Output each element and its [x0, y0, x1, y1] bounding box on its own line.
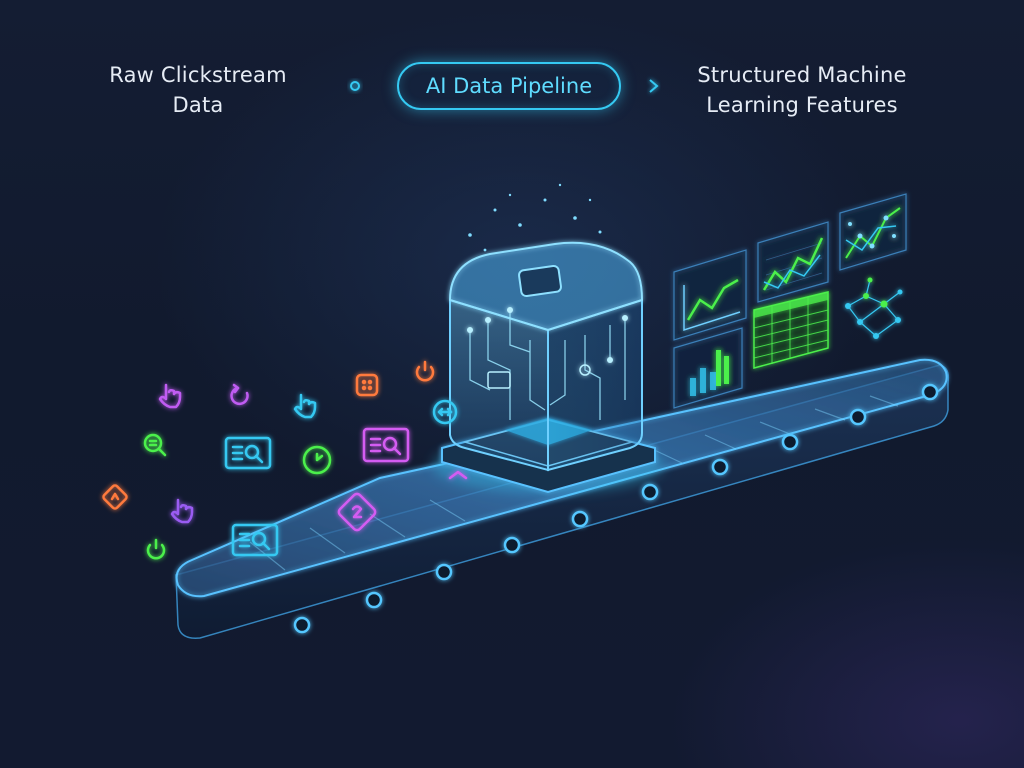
roller-icon	[921, 383, 939, 401]
pipeline-label-text: AI Data Pipeline	[425, 74, 593, 98]
output-label-text: Structured Machine Learning Features	[697, 63, 907, 117]
circuit-nodes	[467, 307, 628, 376]
roller-icon	[571, 510, 589, 528]
scatter-chart-icon	[839, 193, 907, 271]
cube-right	[547, 298, 643, 472]
network-graph-icon	[845, 277, 903, 339]
input-label-text: Raw Clickstream Data	[109, 63, 287, 117]
roller-icon	[435, 563, 453, 581]
diamond-tag-icon	[337, 492, 377, 532]
belt-rollers	[293, 383, 939, 634]
pointer-hand-icon	[170, 498, 194, 524]
roller-icon	[503, 536, 521, 554]
diamond-tag-icon	[448, 470, 468, 480]
roller-icon	[365, 591, 383, 609]
bar-chart-icon	[673, 327, 743, 409]
line-chart-icon	[757, 221, 829, 303]
search-card-icon	[224, 436, 272, 470]
header-connectors	[350, 79, 659, 93]
database-icon	[518, 264, 562, 298]
input-events	[102, 360, 468, 560]
grid-square-icon	[355, 373, 379, 397]
search-card-icon	[362, 427, 410, 463]
roller-icon	[781, 433, 799, 451]
pointer-hand-icon	[293, 393, 317, 419]
line-chart-icon	[673, 249, 747, 341]
connector-dot-icon	[350, 81, 360, 91]
power-icon	[146, 538, 166, 560]
pipeline-label-pill: AI Data Pipeline	[397, 62, 621, 110]
roller-icon	[293, 616, 311, 634]
input-label: Raw Clickstream Data	[88, 60, 308, 120]
data-table-icon	[753, 291, 829, 369]
diamond-tag-icon	[102, 484, 128, 510]
roller-icon	[641, 483, 659, 501]
power-icon	[415, 360, 435, 382]
roller-icon	[849, 408, 867, 426]
output-label: Structured Machine Learning Features	[672, 60, 932, 120]
output-features	[673, 193, 907, 409]
clock-icon	[302, 445, 332, 475]
search-card-icon	[231, 523, 279, 557]
circuit-traces	[469, 310, 626, 420]
ai-processor-cube	[433, 183, 663, 494]
refresh-icon	[230, 383, 249, 406]
search-icon	[143, 433, 167, 457]
swap-icon	[432, 399, 458, 425]
document-icon	[487, 371, 511, 389]
cube-front	[449, 298, 549, 472]
data-particles	[468, 183, 602, 252]
pointer-hand-icon	[158, 383, 182, 409]
arrow-right-icon	[649, 79, 659, 93]
roller-icon	[711, 458, 729, 476]
